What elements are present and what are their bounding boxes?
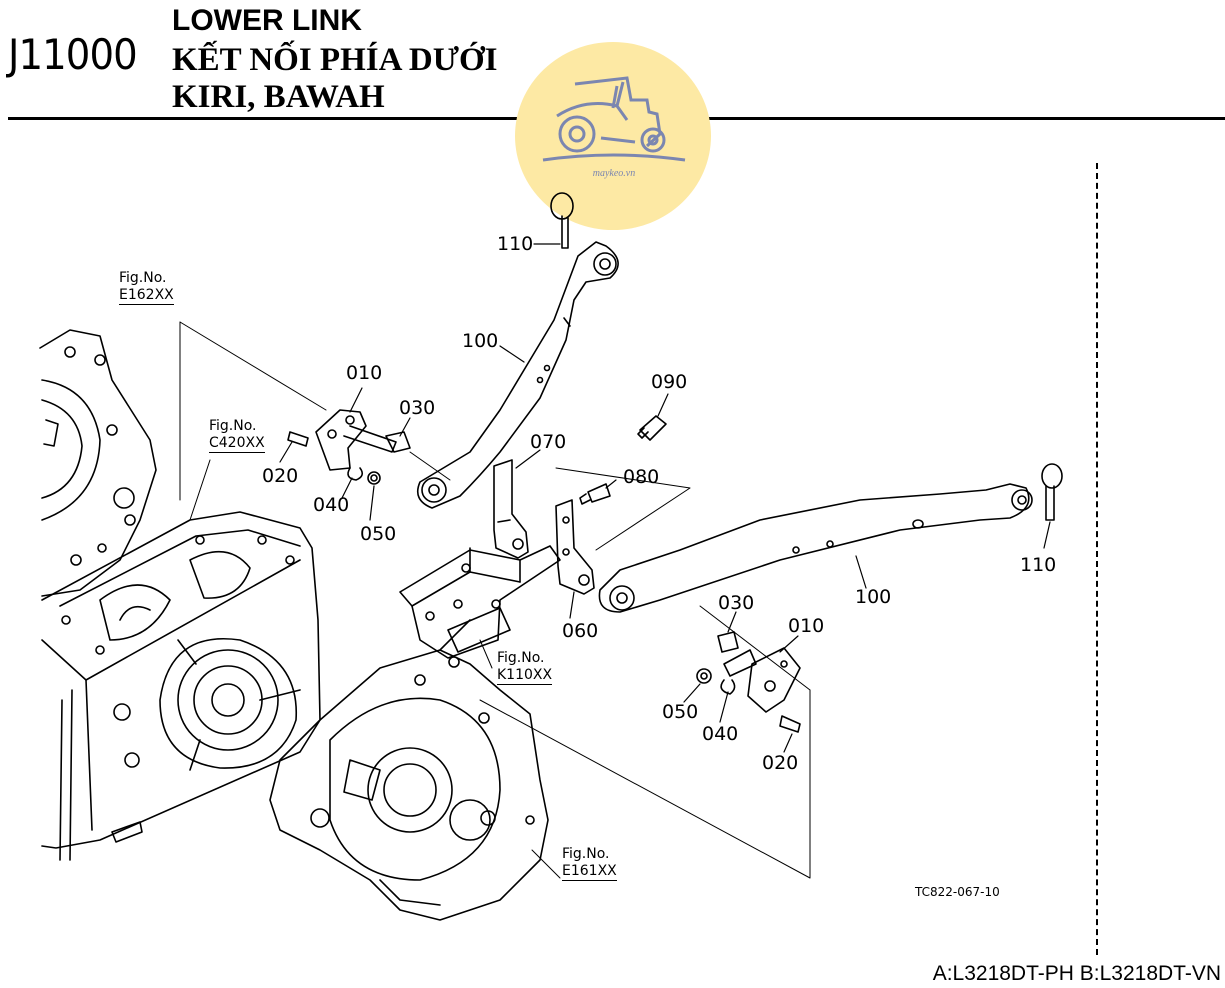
lower-link-left bbox=[416, 241, 619, 509]
logo-text: maykeo.vn bbox=[592, 168, 636, 179]
callout-020-right: 020 bbox=[762, 752, 799, 774]
drawing-code: TC822-067-10 bbox=[915, 885, 1000, 899]
callout-040-right: 040 bbox=[702, 723, 739, 745]
callout-060: 060 bbox=[562, 620, 599, 642]
callout-050-right: 050 bbox=[662, 701, 699, 723]
fig-ref-code: K110XX bbox=[497, 667, 553, 685]
callout-020-left: 020 bbox=[262, 465, 299, 487]
front-housing-e161 bbox=[269, 619, 549, 921]
fig-ref-e161: Fig.No. E161XX bbox=[562, 846, 617, 881]
callout-050-left: 050 bbox=[360, 523, 397, 545]
pin-bracket-right bbox=[696, 631, 801, 733]
title-indonesian: KIRI, BAWAH bbox=[172, 79, 385, 115]
callout-100-top: 100 bbox=[462, 330, 499, 352]
fig-ref-code: C420XX bbox=[209, 435, 265, 453]
fig-ref-label: Fig.No. bbox=[497, 650, 545, 666]
fig-ref-label: Fig.No. bbox=[562, 846, 610, 862]
bracket-070 bbox=[493, 459, 529, 559]
model-applicability: A:L3218DT-PH B:L3218DT-VN bbox=[932, 962, 1221, 985]
fig-ref-label: Fig.No. bbox=[209, 418, 257, 434]
fig-ref-e162: Fig.No. E162XX bbox=[119, 270, 174, 305]
fig-ref-k110: Fig.No. K110XX bbox=[497, 650, 553, 685]
gearbox-housing-e162 bbox=[39, 329, 157, 597]
title-english: LOWER LINK bbox=[172, 4, 362, 37]
bolt-080 bbox=[579, 483, 611, 505]
figure-code: J11000 bbox=[8, 30, 138, 79]
callout-010-right: 010 bbox=[788, 615, 825, 637]
callout-090: 090 bbox=[651, 371, 688, 393]
lower-link-right bbox=[598, 483, 1033, 613]
fig-ref-c420: Fig.No. C420XX bbox=[209, 418, 265, 453]
callout-030-left: 030 bbox=[399, 397, 436, 419]
callout-070: 070 bbox=[530, 431, 567, 453]
fig-ref-label: Fig.No. bbox=[119, 270, 167, 286]
linchpin-right bbox=[1041, 463, 1063, 521]
callout-100-right: 100 bbox=[855, 586, 892, 608]
callout-leaders bbox=[279, 243, 1051, 753]
callout-110-top: 110 bbox=[497, 233, 534, 255]
bracket-060 bbox=[555, 499, 595, 595]
callout-080: 080 bbox=[623, 466, 660, 488]
watermark-logo: maykeo.vn bbox=[515, 42, 711, 230]
pin-bracket-left bbox=[287, 409, 411, 485]
reference-lines bbox=[179, 321, 811, 879]
callout-110-right: 110 bbox=[1020, 554, 1057, 576]
transmission-case-c420 bbox=[41, 511, 321, 861]
callout-010-left: 010 bbox=[346, 362, 383, 384]
page-cut-line bbox=[1096, 163, 1098, 955]
callout-030-right: 030 bbox=[718, 592, 755, 614]
fig-ref-code: E161XX bbox=[562, 863, 617, 881]
linchpin-left bbox=[550, 192, 574, 249]
fig-ref-code: E162XX bbox=[119, 287, 174, 305]
callout-040-left: 040 bbox=[313, 494, 350, 516]
tractor-icon bbox=[542, 76, 686, 162]
title-vietnamese: KẾT NỐI PHÍA DƯỚI bbox=[172, 42, 498, 78]
hitch-bracket-k110 bbox=[399, 545, 561, 659]
bolt-090 bbox=[637, 415, 667, 441]
